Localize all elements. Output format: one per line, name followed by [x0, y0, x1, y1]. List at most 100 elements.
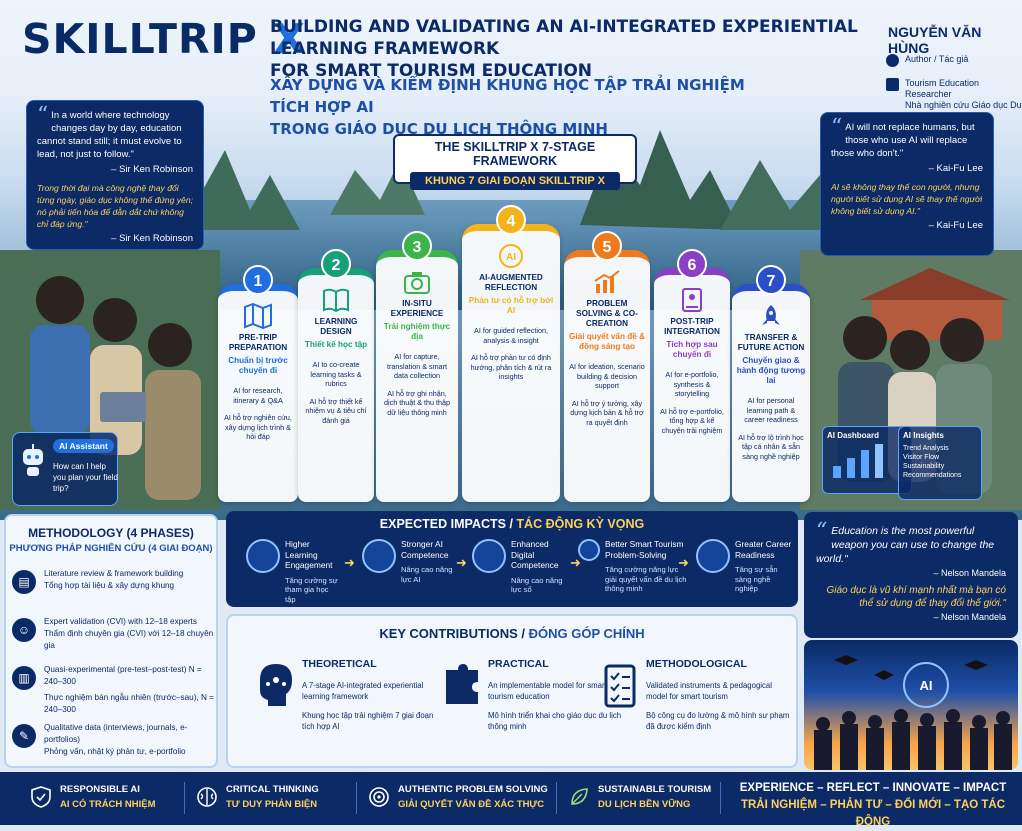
method-phase-2: ☺ Expert validation (CVI) with 12–18 exp…: [12, 616, 218, 652]
slogan-vi: TRẢI NGHIỆM – PHẢN TƯ – ĐỔI MỚI – TẠO TÁ…: [740, 799, 1006, 828]
stage-title: AI-AUGMENTED REFLECTION: [479, 273, 543, 292]
phase-vi: Thẩm định chuyên gia (CVI) với 12–18 chu…: [44, 629, 214, 650]
arrow-right-icon: ➜: [344, 555, 355, 570]
stage-4: 4 AI AI-AUGMENTED REFLECTION Phản tư có …: [462, 205, 560, 502]
dashboard-title: AI Dashboard: [827, 431, 880, 440]
methodology-title-vi: PHƯƠNG PHÁP NGHIÊN CỨU (4 GIAI ĐOẠN): [9, 543, 213, 554]
insight-item: Trend Analysis: [903, 445, 949, 452]
method-phase-3: ▥ Quasi-experimental (pre-test–post-test…: [12, 664, 218, 690]
arrow-right-icon: ➜: [456, 555, 467, 570]
impact-en: Stronger AI Competence: [401, 539, 449, 560]
phase-vi: Thực nghiệm bán ngẫu nhiên (trước–sau), …: [44, 693, 214, 714]
stage-desc-vi: AI hỗ trợ thiết kế nhiệm vụ & tiêu chí đ…: [305, 396, 367, 425]
quote-mandela: “ Education is the most powerful weapon …: [804, 512, 1018, 638]
people-icon: [246, 539, 280, 573]
quote-author: – Kai-Fu Lee: [928, 163, 983, 174]
logo: SKILLTRIP X: [22, 14, 306, 64]
quote-text-vi: Trong thời đại mà công nghệ thay đổi từn…: [37, 183, 193, 229]
graduation-cap-icon: [886, 78, 899, 91]
assistant-title: AI Assistant: [53, 439, 114, 453]
briefcase-icon: [696, 539, 730, 573]
svg-text:AI: AI: [920, 678, 933, 693]
footer-item-vi: AI CÓ TRÁCH NHIỆM: [60, 799, 156, 810]
footer-divider: [556, 782, 557, 814]
impact-en: Greater Career Readiness: [735, 539, 792, 560]
stage-number: 1: [243, 265, 273, 295]
head-network-icon: [260, 664, 292, 706]
stage-title: PRE-TRIP PREPARATION: [228, 333, 288, 352]
stage-desc: AI for research, itinerary & Q&A: [233, 386, 283, 405]
stage-7: 7 TRANSFER & FUTURE ACTION Chuyển giao &…: [732, 265, 810, 502]
stage-desc-vi: AI hỗ trợ e-portfolio, tổng hợp & kể chu…: [660, 406, 724, 435]
phase-en: Quasi-experimental (pre-test–post-test) …: [44, 665, 202, 686]
stage-title-vi: Tích hợp sau chuyến đi: [666, 340, 718, 359]
arrow-right-icon: ➜: [570, 555, 581, 570]
contribution-en: A 7-stage AI-integrated experiential lea…: [302, 681, 424, 701]
method-phase-3-vi: Thực nghiệm bán ngẫu nhiên (trước–sau), …: [12, 692, 218, 716]
stage-1: 1 PRE-TRIP PREPARATION Chuẩn bị trước ch…: [218, 265, 298, 502]
stage-desc: AI for personal learning path & career r…: [744, 396, 798, 424]
stage-desc: AI for capture, translation & smart data…: [387, 352, 447, 380]
author-name: NGUYỄN VĂN HÙNG: [888, 24, 982, 56]
author-role-row: Author / Tác giả: [886, 54, 968, 67]
impact-en: Better Smart Tourism Problem-Solving: [605, 539, 684, 560]
stage-desc-vi: AI hỗ trợ nghiên cứu, xây dựng lịch trìn…: [224, 413, 292, 441]
shield-icon: [31, 786, 51, 808]
contribution-heading: METHODOLOGICAL: [646, 658, 747, 670]
stage-number: 7: [756, 265, 786, 295]
title-vi-line-1: XÂY DỰNG VÀ KIỂM ĐỊNH KHUNG HỌC TẬP TRẢI…: [270, 76, 745, 116]
impact-vi: Nâng cao năng lực số: [511, 575, 563, 595]
portfolio-icon: [682, 288, 702, 312]
footer-item-en: CRITICAL THINKING: [226, 784, 319, 795]
checklist-icon: [604, 664, 636, 708]
contribution-en: An implementable model for smart tourism…: [488, 681, 607, 701]
method-phase-1: ▤ Literature review & framework building…: [12, 568, 218, 594]
contribution-en: Validated instruments & pedagogical mode…: [646, 681, 772, 701]
graduation-image: AI: [804, 640, 1018, 770]
target-icon: [369, 787, 389, 807]
stage-title: LEARNING DESIGN: [314, 317, 358, 336]
methodology-panel: METHODOLOGY (4 PHASES) PHƯƠNG PHÁP NGHIÊ…: [4, 514, 218, 768]
framework-title: THE SKILLTRIP X 7-STAGE FRAMEWORK: [434, 140, 596, 168]
graduates-scene: AI: [814, 655, 1012, 770]
ai-dashboard-card: AI Dashboard: [822, 426, 912, 494]
camera-icon: [404, 272, 430, 294]
quote-mark-icon: “: [831, 115, 843, 140]
stage-desc: AI for ideation, scenario building & dec…: [569, 362, 645, 390]
stage-number: 5: [592, 231, 622, 261]
user-icon: [886, 54, 899, 67]
chart-icon: ▥: [12, 666, 36, 690]
slogan-en: EXPERIENCE – REFLECT – INNOVATE – IMPACT: [739, 782, 1007, 794]
title-english: BUILDING AND VALIDATING AN AI-INTEGRATED…: [270, 16, 870, 82]
method-phase-4: ✎ Qualitative data (interviews, journals…: [12, 722, 218, 758]
quote-author-vi: – Sir Ken Robinson: [111, 233, 193, 244]
title-vi-line-2: TRONG GIÁO DỤC DU LỊCH THÔNG MINH: [270, 120, 608, 138]
stage-6: 6 POST-TRIP INTEGRATION Tích hợp sau chu…: [654, 249, 730, 502]
impact-vi: Nâng cao năng lực AI: [401, 565, 453, 584]
phase-vi: Phỏng vấn, nhật ký phản tư, e-portfolio: [44, 747, 186, 756]
insight-item: Visitor Flow: [903, 454, 940, 461]
contributions-title: KEY CONTRIBUTIONS / ĐÓNG GÓP CHÍNH: [228, 626, 796, 641]
impact-en: Higher Learning Engagement: [285, 539, 333, 570]
insight-item: Recommendations: [903, 472, 962, 479]
impact-en: Enhanced Digital Competence: [511, 539, 559, 570]
stage-title-vi: Giải quyết vấn đề & đồng sáng tạo: [569, 332, 645, 351]
ai-insights-card: AI Insights Trend Analysis Visitor Flow …: [898, 426, 982, 500]
lightbulb-icon: [578, 539, 600, 561]
stage-title: TRANSFER & FUTURE ACTION: [737, 333, 805, 352]
stage-3: 3 IN-SITU EXPERIENCE Trải nghiệm thực đị…: [376, 231, 458, 502]
footer-item-vi: TƯ DUY PHẢN BIỆN: [226, 799, 318, 810]
footer-item-en: AUTHENTIC PROBLEM SOLVING: [398, 784, 548, 795]
stage-number: 2: [321, 249, 351, 279]
impacts-title-en: EXPECTED IMPACTS /: [379, 517, 513, 531]
author-title-en: Tourism Education Researcher: [905, 78, 980, 99]
stage-desc: AI for guided reflection, analysis & ins…: [474, 326, 548, 345]
logo-x: X: [273, 15, 306, 63]
stage-title: POST-TRIP INTEGRATION: [664, 317, 720, 336]
footer-item-critical-thinking: CRITICAL THINKING TƯ DUY PHẢN BIỆN: [196, 782, 319, 812]
footer-divider: [356, 782, 357, 814]
quote-author: – Sir Ken Robinson: [111, 164, 193, 175]
